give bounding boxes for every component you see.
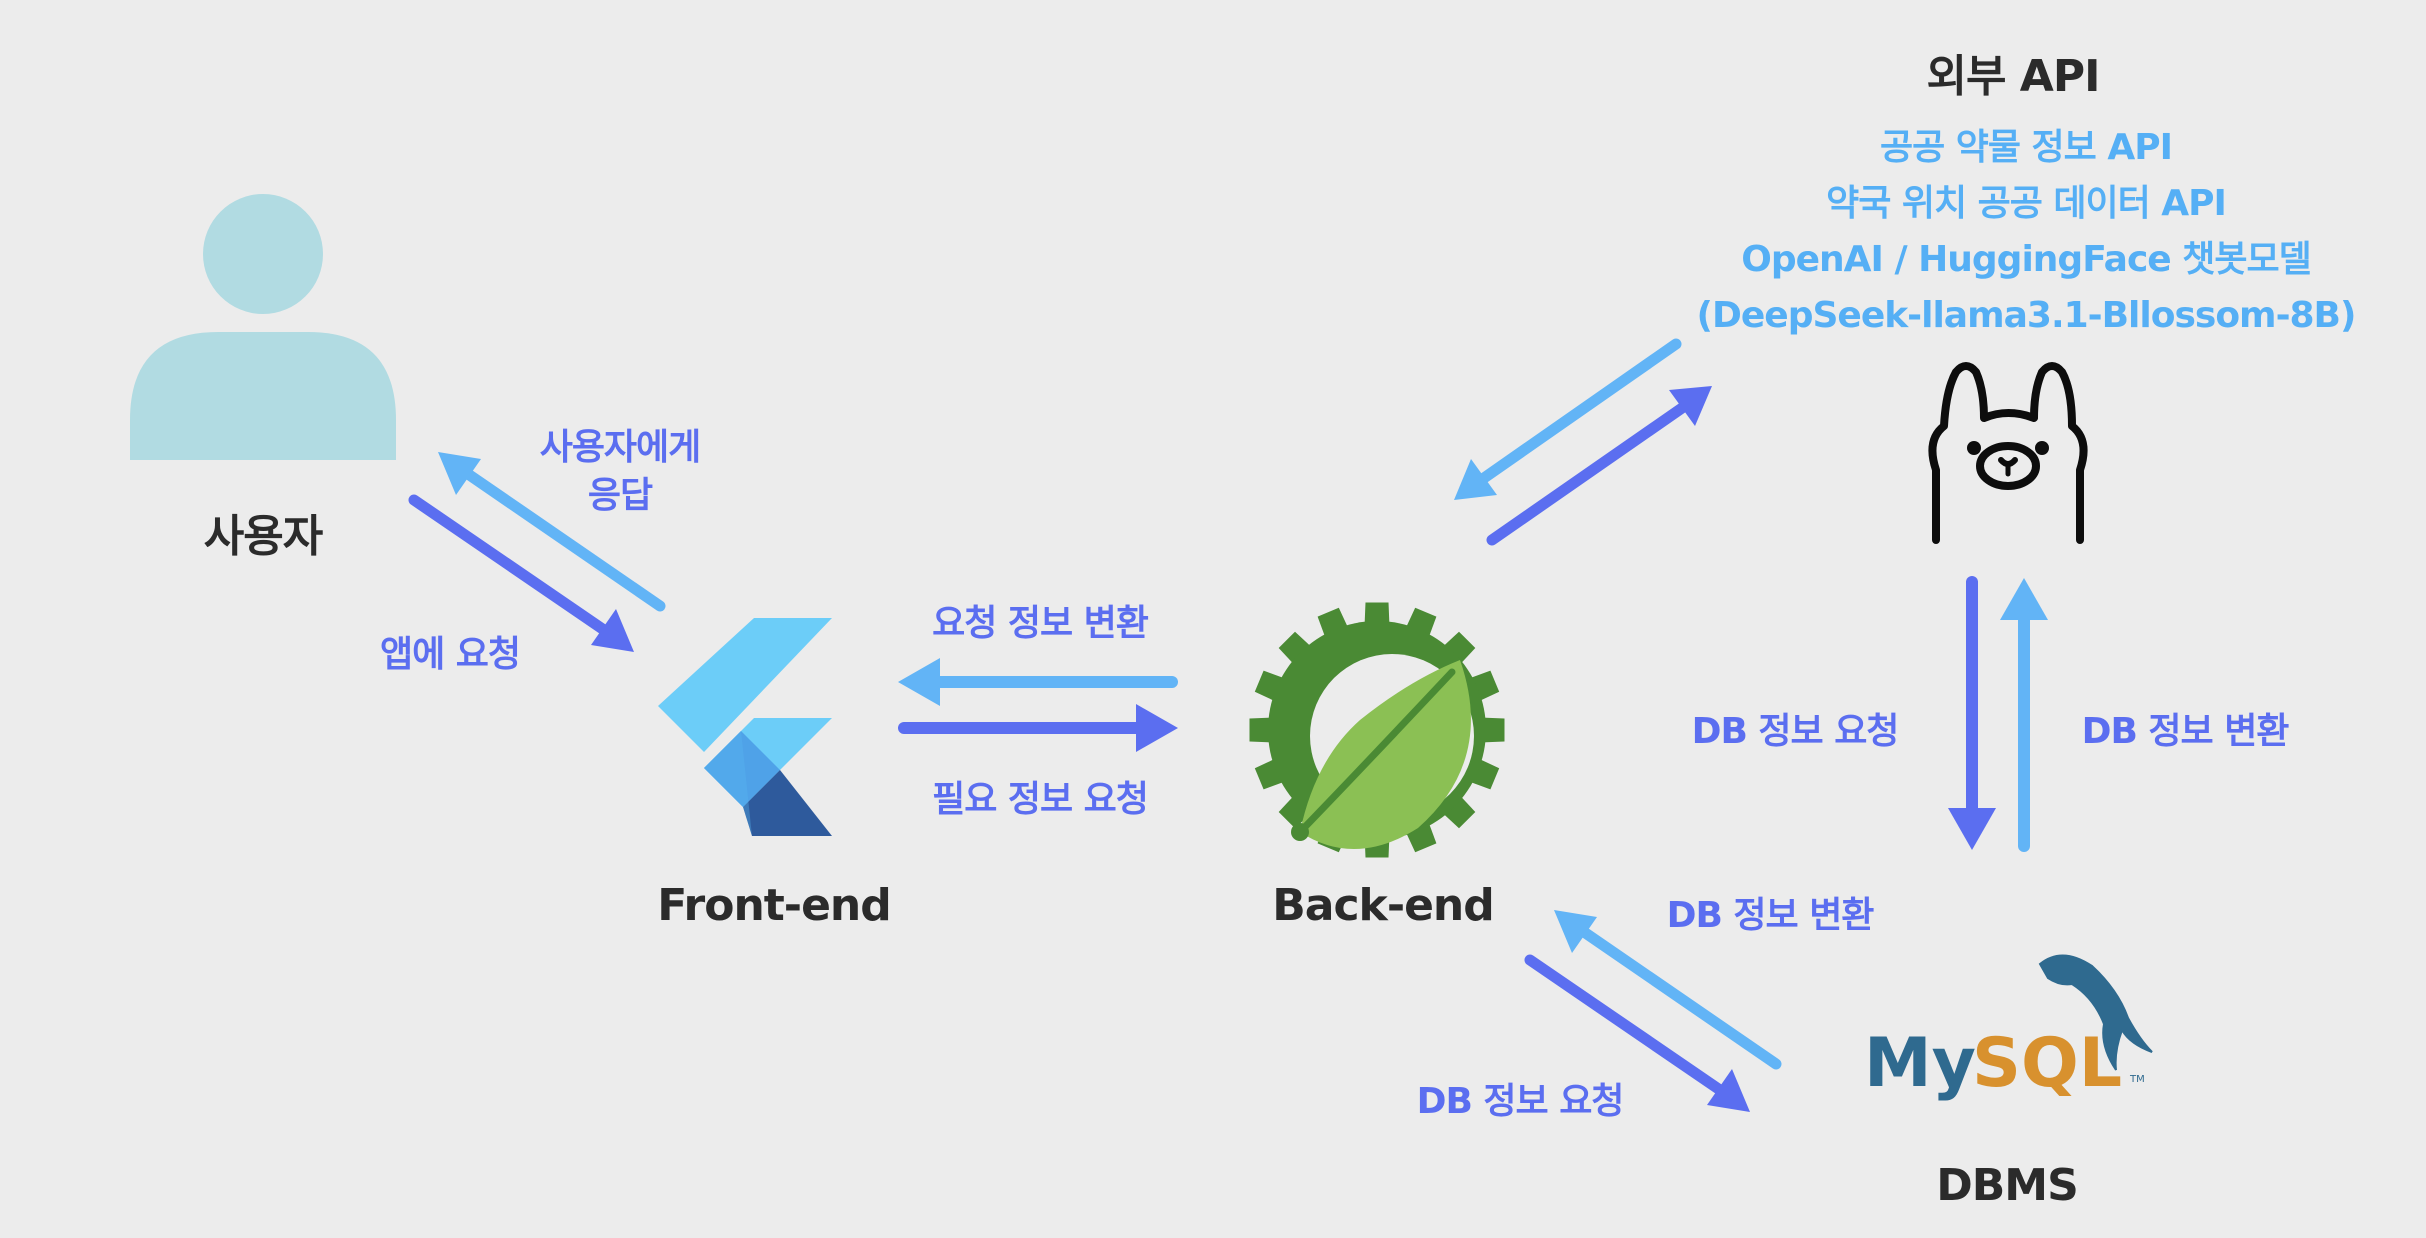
label-backend-to-db: DB 정보 요청 [1416,1081,1625,1122]
api-item-pharmacy-location: 약국 위치 공공 데이터 API [1826,183,2227,224]
gear-tooth [1278,631,1313,666]
spring-logo-icon [1249,602,1505,858]
label-backend-to-frontend: 요청 정보 변환 [932,603,1149,644]
gear-tooth [1441,631,1476,666]
api-item-chatbot-model: OpenAI / HuggingFace 챗봇모델 [1741,239,2311,280]
mysql-wordmark-sql: SQL [1972,1024,2122,1103]
arrow-api-to-backend [1454,338,1682,500]
mysql-wordmark-my: My [1864,1024,1976,1103]
label-db-to-backend: DB 정보 변환 [1666,895,1875,936]
gear-tooth [1364,602,1390,627]
gear-tooth [1249,717,1274,743]
gear-tooth [1278,794,1313,829]
api-item-drug-info: 공공 약물 정보 API [1880,127,2173,168]
arrow-db-to-backend [1554,910,1782,1070]
external-api-title: 외부 API [1926,51,2101,102]
label-frontend-to-user-line1: 사용자에게 [539,427,702,468]
trademark-mark: TM [2129,1074,2145,1085]
dbms-label: DBMS [1936,1160,2079,1211]
label-api-db-request: DB 정보 요청 [1691,711,1900,752]
flutter-logo-icon [658,618,832,836]
arrow-api-to-db [1948,576,1996,850]
api-item-model-name: (DeepSeek-llama3.1-Bllossom-8B) [1696,295,2357,336]
user-label: 사용자 [203,511,323,562]
arrow-user-to-frontend [408,494,634,652]
label-frontend-to-user-line2: 응답 [587,475,653,516]
ollama-llama-icon [1928,362,2088,544]
gear-tooth [1441,794,1476,829]
arrow-backend-to-api [1486,386,1712,546]
arrow-frontend-to-user [438,452,666,612]
frontend-label: Front-end [657,880,891,931]
ollama-eyes [1967,441,2049,455]
label-frontend-to-backend: 필요 정보 요청 [932,779,1149,820]
gear-tooth [1480,717,1505,743]
user-silhouette-icon [130,194,396,460]
arrow-frontend-to-backend [898,704,1178,752]
mysql-logo-icon: My SQL TM [1864,954,2153,1103]
arrow-db-to-api [2000,578,2048,852]
label-user-to-frontend: 앱에 요청 [379,634,521,675]
arrow-backend-to-db [1524,954,1750,1112]
label-api-db-convert: DB 정보 변환 [2081,711,2290,752]
backend-label: Back-end [1272,880,1494,931]
arrow-backend-to-frontend [898,658,1178,706]
